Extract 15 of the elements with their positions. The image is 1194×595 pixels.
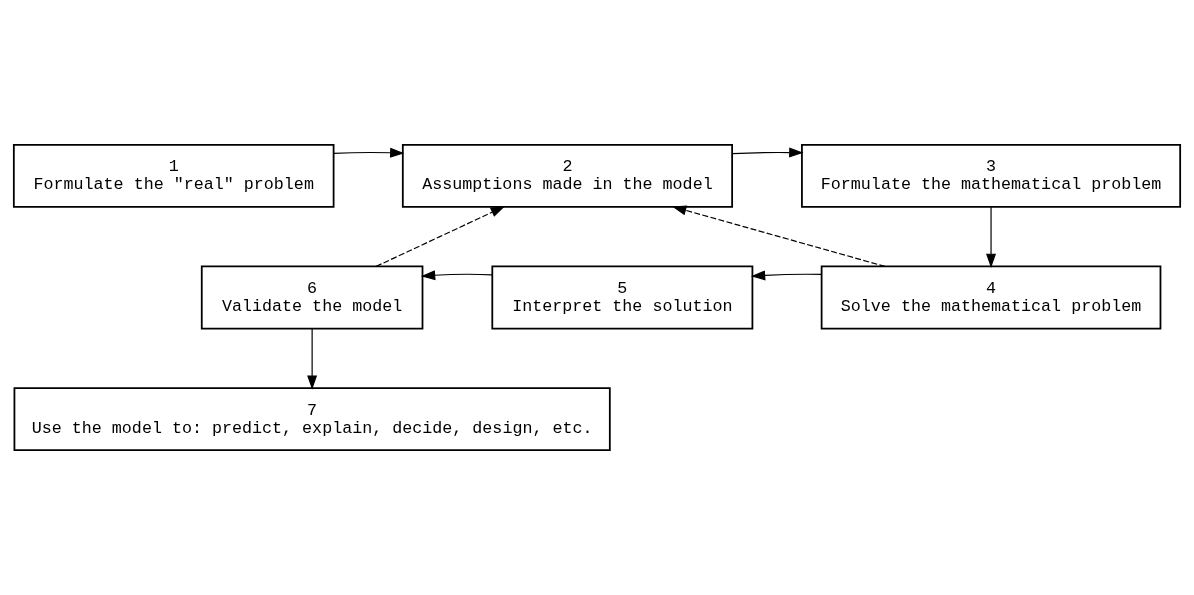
node-box: 1 Formulate the "real" problem bbox=[12, 143, 335, 208]
node-box: 4 Solve the mathematical problem bbox=[820, 265, 1162, 330]
arrow bbox=[333, 147, 405, 158]
node-box: 6 Validate the model bbox=[200, 265, 424, 330]
arrow bbox=[672, 205, 886, 268]
arrow bbox=[420, 270, 493, 281]
arrow bbox=[750, 270, 823, 281]
arrow bbox=[986, 206, 997, 268]
arrow bbox=[731, 147, 804, 158]
node-box: 2 Assumptions made in the model bbox=[401, 143, 734, 208]
arrow bbox=[375, 206, 505, 267]
node-box: 5 Interpret the solution bbox=[491, 265, 754, 330]
arrow bbox=[307, 328, 318, 390]
node-box: 3 Formulate the mathematical problem bbox=[801, 143, 1182, 208]
node-box: 7 Use the model to: predict, explain, decide, design, etc. bbox=[13, 387, 611, 452]
